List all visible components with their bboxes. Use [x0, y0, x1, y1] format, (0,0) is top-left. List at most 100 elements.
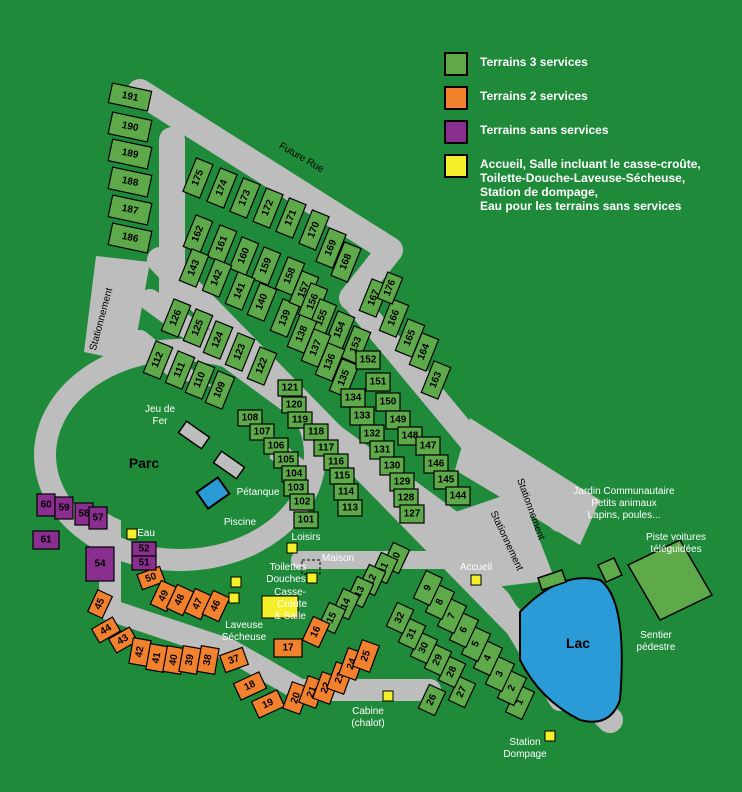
- facility-layer: [126, 528, 556, 742]
- parking-east: [455, 418, 600, 545]
- lot-number: 191: [121, 90, 140, 104]
- lot-122: 122: [246, 346, 278, 386]
- lot-190: 190: [107, 111, 153, 143]
- lot-126: 126: [160, 298, 192, 338]
- legend-row-reception: Accueil, Salle incluant le casse-croûte,…: [444, 154, 736, 213]
- lot-136: 136: [314, 342, 346, 382]
- lot-number: 31: [405, 626, 420, 641]
- lot-49: 49: [149, 579, 179, 613]
- lot-number: 26: [425, 692, 440, 707]
- lot-129: 129: [389, 472, 415, 492]
- label-jeu-de-fer-2: Fer: [153, 416, 169, 427]
- label-sentier-2: pédestre: [637, 642, 676, 653]
- lot-number: 16: [309, 624, 324, 639]
- jardin-plot-2: [537, 569, 567, 591]
- piscine-pool: [195, 475, 231, 511]
- lot-127: 127: [399, 504, 425, 524]
- lot-107: 107: [249, 423, 275, 441]
- lot-32: 32: [385, 601, 415, 635]
- lot-123: 123: [224, 332, 256, 372]
- lot-number: 117: [318, 443, 335, 454]
- legend-row-no-services: Terrains sans services: [444, 120, 736, 144]
- lot-145: 145: [433, 470, 459, 490]
- lot-147: 147: [415, 436, 441, 456]
- lot-111: 111: [164, 350, 196, 390]
- lot-60: 60: [36, 493, 56, 517]
- lot-109: 109: [204, 370, 236, 410]
- lot-number: 152: [360, 355, 377, 366]
- label-toilettes-1: Toilettes: [270, 562, 307, 573]
- lot-number: 30: [417, 640, 432, 655]
- lot-43: 43: [107, 626, 139, 654]
- lot-number: 19: [261, 696, 276, 711]
- label-jeu-de-fer-1: Jeu de: [145, 404, 175, 415]
- lot-number: 9: [422, 583, 435, 593]
- lot-number: 7: [446, 611, 459, 621]
- label-casse-2: Croûte: [277, 599, 307, 610]
- lot-17: 17: [273, 638, 303, 658]
- lot-number: 104: [286, 469, 303, 480]
- lot-101: 101: [293, 511, 319, 529]
- lot-132: 132: [359, 424, 385, 444]
- label-lac: Lac: [566, 635, 590, 651]
- lot-number: 118: [308, 427, 325, 438]
- lot-150: 150: [375, 392, 401, 412]
- lac: [519, 577, 623, 723]
- legend-line: Accueil, Salle incluant le casse-croûte,: [480, 157, 701, 171]
- lot-number: 8: [434, 597, 447, 607]
- lot-186: 186: [107, 222, 153, 254]
- lot-26: 26: [417, 683, 447, 717]
- lot-number: 105: [278, 455, 295, 466]
- lot-16: 16: [301, 615, 331, 649]
- lot-number: 18: [243, 678, 258, 693]
- lot-144: 144: [445, 486, 471, 506]
- legend-label: Terrains sans services: [480, 123, 609, 137]
- casse-croute-building: [261, 595, 299, 619]
- lot-188: 188: [107, 166, 153, 198]
- service-marker: [230, 576, 242, 588]
- lot-149: 149: [385, 410, 411, 430]
- lot-number: 52: [138, 544, 150, 555]
- lot-number: 189: [121, 147, 140, 161]
- lot-118: 118: [303, 423, 329, 441]
- lot-189: 189: [107, 138, 153, 170]
- lot-number: 134: [345, 393, 362, 404]
- lot-152: 152: [355, 350, 381, 370]
- label-casse-3: & Salle: [274, 611, 306, 622]
- lot-120: 120: [281, 396, 307, 414]
- lot-27: 27: [447, 675, 477, 709]
- lot-number: 48: [173, 592, 188, 607]
- lot-130: 130: [379, 456, 405, 476]
- lot-number: 106: [268, 441, 285, 452]
- lot-number: 57: [92, 513, 104, 524]
- service-marker: [382, 690, 394, 702]
- label-toilettes-2: Douches: [266, 574, 305, 585]
- lot-19: 19: [250, 689, 286, 719]
- piste-voitures: [626, 539, 714, 621]
- lot-173: 173: [229, 177, 261, 219]
- lot-number: 149: [390, 415, 407, 426]
- jardin-plot: [596, 557, 624, 583]
- lot-142: 142: [201, 258, 233, 298]
- lot-131: 131: [369, 440, 395, 460]
- lot-171: 171: [275, 197, 307, 239]
- lot-165: 165: [394, 318, 426, 358]
- lot-number: 132: [364, 429, 381, 440]
- lot-number: 130: [384, 461, 401, 472]
- lot-146: 146: [423, 454, 449, 474]
- lot-143: 143: [178, 248, 210, 288]
- lot-number: 46: [209, 598, 224, 613]
- legend-line: Eau pour les terrains sans services: [480, 199, 682, 213]
- label-accueil: Accueil: [460, 562, 492, 573]
- jeu-de-fer-court: [177, 420, 211, 450]
- lot-number: 121: [282, 383, 299, 394]
- lot-number: 2: [506, 683, 519, 693]
- petanque-court: [212, 450, 246, 480]
- lot-number: 29: [431, 652, 446, 667]
- lot-121: 121: [277, 379, 303, 397]
- lot-42: 42: [128, 636, 152, 668]
- lot-31: 31: [397, 617, 427, 651]
- lot-number: 44: [98, 622, 114, 637]
- lot-38: 38: [196, 644, 220, 676]
- lot-138: 138: [286, 314, 318, 354]
